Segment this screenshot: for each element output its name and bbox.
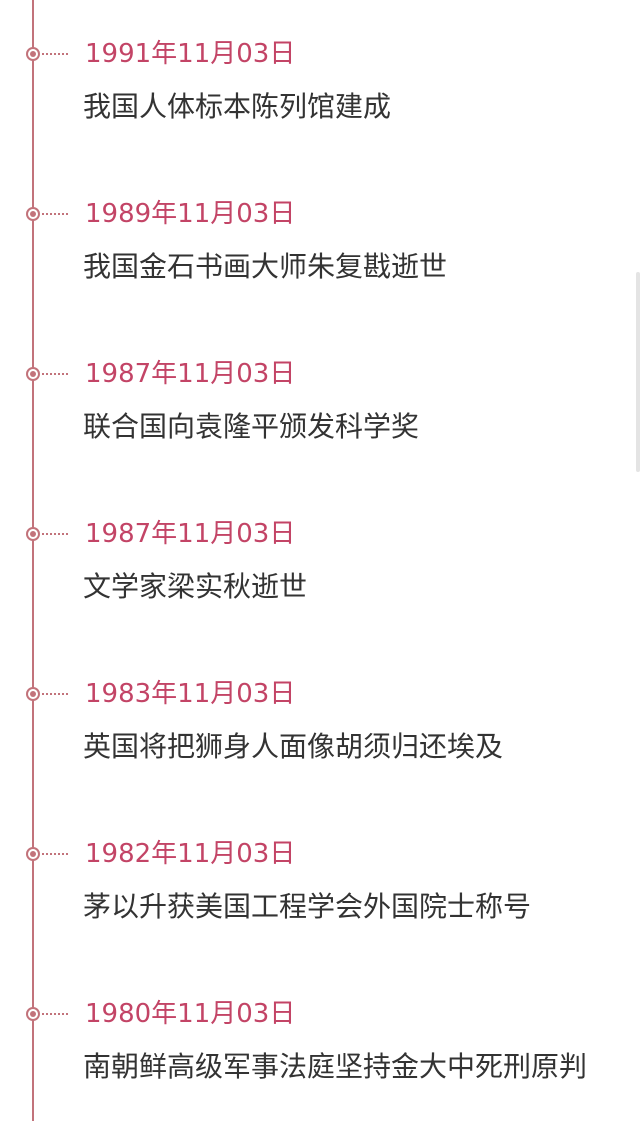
timeline-line xyxy=(32,0,34,1121)
event-title[interactable]: 南朝鲜高级军事法庭坚持金大中死刑原判 xyxy=(83,1050,588,1083)
timeline-event[interactable]: 1991年11月03日 我国人体标本陈列馆建成 xyxy=(0,0,640,123)
dotted-connector xyxy=(42,1013,68,1015)
event-date: 1987年11月03日 xyxy=(85,519,296,549)
event-date: 1983年11月03日 xyxy=(85,679,296,709)
timeline-dot-icon xyxy=(26,1007,40,1021)
event-date: 1987年11月03日 xyxy=(85,359,296,389)
dotted-connector xyxy=(42,853,68,855)
event-date: 1980年11月03日 xyxy=(85,999,296,1029)
event-title[interactable]: 茅以升获美国工程学会外国院士称号 xyxy=(83,890,532,923)
dotted-connector xyxy=(42,373,68,375)
dotted-connector xyxy=(42,53,68,55)
event-title[interactable]: 英国将把狮身人面像胡须归还埃及 xyxy=(83,730,504,763)
event-title[interactable]: 我国人体标本陈列馆建成 xyxy=(83,90,392,123)
dotted-connector xyxy=(42,533,68,535)
event-title[interactable]: 我国金石书画大师朱复戡逝世 xyxy=(83,250,448,283)
event-title[interactable]: 文学家梁实秋逝世 xyxy=(83,570,308,603)
timeline-dot-icon xyxy=(26,527,40,541)
timeline-event[interactable]: 1987年11月03日 联合国向袁隆平颁发科学奖 xyxy=(0,320,640,443)
timeline-dot-icon xyxy=(26,847,40,861)
timeline-event[interactable]: 1989年11月03日 我国金石书画大师朱复戡逝世 xyxy=(0,160,640,283)
event-title[interactable]: 联合国向袁隆平颁发科学奖 xyxy=(83,410,420,443)
timeline-event[interactable]: 1980年11月03日 南朝鲜高级军事法庭坚持金大中死刑原判 xyxy=(0,960,640,1083)
event-date: 1982年11月03日 xyxy=(85,839,296,869)
event-date: 1991年11月03日 xyxy=(85,39,296,69)
timeline-dot-icon xyxy=(26,47,40,61)
timeline-dot-icon xyxy=(26,687,40,701)
timeline-event[interactable]: 1982年11月03日 茅以升获美国工程学会外国院士称号 xyxy=(0,800,640,923)
event-date: 1989年11月03日 xyxy=(85,199,296,229)
dotted-connector xyxy=(42,693,68,695)
scrollbar[interactable] xyxy=(636,272,640,472)
timeline-dot-icon xyxy=(26,207,40,221)
timeline-dot-icon xyxy=(26,367,40,381)
dotted-connector xyxy=(42,213,68,215)
timeline-event[interactable]: 1987年11月03日 文学家梁实秋逝世 xyxy=(0,480,640,603)
timeline-event[interactable]: 1983年11月03日 英国将把狮身人面像胡须归还埃及 xyxy=(0,640,640,763)
